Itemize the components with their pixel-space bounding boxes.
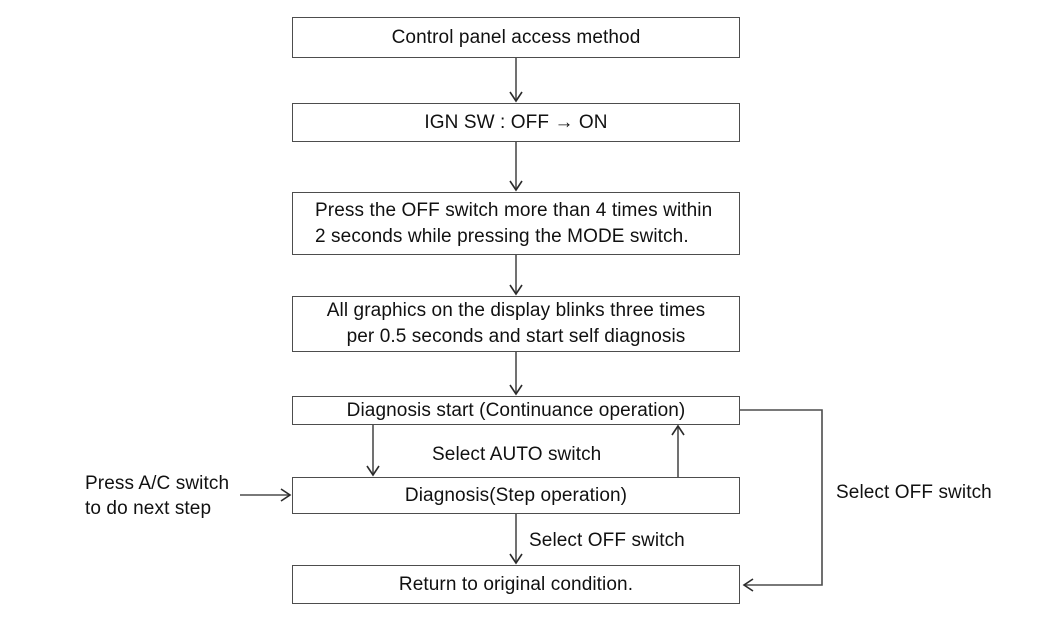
node-label: Return to original condition. — [398, 573, 634, 595]
edge-n5-n6 — [366, 424, 380, 477]
edge-n5-n7-right-loop — [740, 409, 823, 592]
node-ign-sw-off-on[interactable]: IGN SW : OFF → ON — [292, 103, 740, 142]
annotation-press-ac-switch: Press A/C switch to do next step — [85, 473, 230, 519]
edge-n2-n3 — [509, 142, 523, 192]
node-return-original-condition[interactable]: Return to original condition. — [292, 565, 740, 604]
edge-note-to-n6 — [240, 488, 292, 502]
edge-n3-n4 — [509, 255, 523, 296]
node-graphics-blink[interactable]: All graphics on the display blinks three… — [292, 296, 740, 352]
edge-n6-n7 — [509, 514, 523, 565]
edge-n1-n2 — [509, 58, 523, 103]
node-label: Diagnosis start (Continuance operation) — [346, 399, 686, 421]
node-label: Diagnosis(Step operation) — [404, 484, 628, 506]
node-label: All graphics on the display blinks three… — [326, 300, 706, 347]
node-label: Control panel access method — [391, 26, 641, 48]
node-diagnosis-step[interactable]: Diagnosis(Step operation) — [292, 477, 740, 514]
node-label: Press the OFF switch more than 4 times w… — [315, 199, 713, 247]
node-control-panel-access-method[interactable]: Control panel access method — [292, 17, 740, 58]
edge-label-select-off-switch-center: Select OFF switch — [529, 530, 685, 551]
edge-n4-n5 — [509, 352, 523, 396]
edge-label-select-auto-switch: Select AUTO switch — [432, 444, 602, 465]
node-press-off-switch[interactable]: Press the OFF switch more than 4 times w… — [292, 192, 740, 255]
node-diagnosis-start[interactable]: Diagnosis start (Continuance operation) — [292, 396, 740, 425]
node-label: IGN SW : OFF → ON — [424, 111, 608, 133]
edge-label-select-off-switch-right: Select OFF switch — [836, 482, 992, 503]
edge-n6-n5 — [671, 424, 685, 477]
